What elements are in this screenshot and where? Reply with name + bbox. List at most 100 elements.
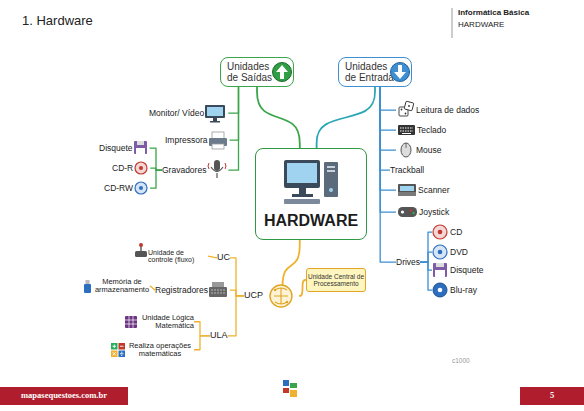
brain-icon <box>274 288 288 304</box>
branch-connector <box>420 232 432 262</box>
branch-connector <box>208 256 217 258</box>
calculator-icon <box>125 316 137 328</box>
node-text: CD-RW <box>104 184 133 193</box>
footer-logo <box>283 388 289 393</box>
cd-icon <box>139 166 143 170</box>
branch-connector <box>150 148 162 170</box>
branch-connector <box>380 87 396 150</box>
branch-connector <box>420 262 432 270</box>
node-text: Disquete <box>450 266 484 275</box>
footer-logo <box>283 380 297 397</box>
monitor-icon <box>205 105 225 123</box>
floppy-icon <box>137 141 144 145</box>
node-text: Leitura de dados <box>416 106 479 115</box>
branch-connector <box>380 87 396 262</box>
operations-icon <box>113 345 124 356</box>
joystick-icon <box>410 209 412 211</box>
topic-text: Registradores <box>155 286 230 295</box>
node-text: UCP <box>244 291 263 301</box>
topic-text: Mouse <box>396 146 442 155</box>
control-icon <box>135 243 147 257</box>
node-text: Memória de armazenamento <box>94 278 150 295</box>
floppy-icon <box>436 263 444 267</box>
keyboard-icon <box>400 131 413 132</box>
keyboard-icon <box>398 125 415 135</box>
joystick-icon <box>412 212 414 214</box>
branch-connector <box>380 87 396 110</box>
calculator-icon <box>125 316 137 328</box>
node-text: CD <box>450 228 462 237</box>
bluray-icon <box>433 283 447 297</box>
brain-icon <box>270 285 292 307</box>
monitor-icon <box>213 118 217 121</box>
dvd-icon <box>433 245 447 259</box>
computer-icon <box>327 170 335 172</box>
operations-icon <box>119 343 126 350</box>
branch-connector <box>194 336 210 350</box>
floppy-icon <box>435 270 445 277</box>
bluray-icon <box>438 288 443 293</box>
topic-text: CD-R <box>112 164 150 173</box>
topic-text: Drives <box>396 258 420 267</box>
node-text: Trackball <box>390 166 424 175</box>
output-arrow-icon <box>273 63 292 82</box>
computer-icon <box>287 163 317 183</box>
branch-connector <box>230 290 244 296</box>
footer-logo <box>283 380 289 386</box>
microphone-icon <box>225 163 226 169</box>
microphone-icon <box>208 160 226 178</box>
header-rule <box>452 8 453 38</box>
brain-icon <box>270 285 292 307</box>
keyboard-icon <box>402 133 411 134</box>
scanner-icon <box>398 184 416 196</box>
cd-icon <box>433 225 447 239</box>
node-text: Mouse <box>416 146 442 155</box>
dice-icon <box>399 101 414 116</box>
site-url: mapasequestoes.com.br <box>0 387 128 405</box>
node-text: Gravadores <box>162 166 206 175</box>
branch-box: Unidades de Saídas <box>220 57 294 87</box>
scanner-icon <box>400 186 414 191</box>
topic-text: Gravadores <box>162 166 228 175</box>
brain-icon <box>274 289 276 291</box>
dice-icon <box>399 107 408 116</box>
register-icon <box>211 290 225 291</box>
computer-icon <box>284 160 320 188</box>
page-number: 5 <box>520 387 584 405</box>
topic-text: Blu-ray <box>432 286 477 295</box>
node-text: DVD <box>450 248 468 257</box>
node-text: Drives <box>396 258 420 267</box>
node-text: ULA <box>210 331 228 341</box>
branch-box: Unidades de Entrada <box>338 57 412 87</box>
control-icon <box>140 245 141 251</box>
dice-icon <box>404 101 414 111</box>
topic-text: Memória de armazenamento <box>82 278 150 295</box>
dice-icon <box>401 109 403 111</box>
output-arrow-icon <box>273 63 292 82</box>
computer-icon <box>284 160 338 204</box>
page-title: 1. Hardware <box>22 14 93 28</box>
callout-box: Unidade Central de Processamento <box>306 268 366 292</box>
printer-icon <box>209 132 227 149</box>
input-arrow-icon <box>394 65 406 79</box>
computer-icon <box>327 166 335 168</box>
cd-icon <box>135 162 147 174</box>
monitor-icon <box>210 121 220 123</box>
printer-icon <box>209 138 227 146</box>
mouse-icon <box>401 143 411 157</box>
register-icon <box>209 287 227 297</box>
computer-icon <box>324 162 338 197</box>
register-icon <box>211 293 225 294</box>
register-icon <box>209 282 227 297</box>
branch-connector <box>283 240 300 291</box>
footer-logo <box>290 390 297 397</box>
operations-icon <box>121 355 122 356</box>
branch-connector <box>228 87 238 170</box>
dice-icon <box>405 113 407 115</box>
joystick-icon <box>398 207 417 217</box>
computer-icon <box>329 188 333 192</box>
topic-text: Unidade de controle (fluxo) <box>134 249 208 264</box>
